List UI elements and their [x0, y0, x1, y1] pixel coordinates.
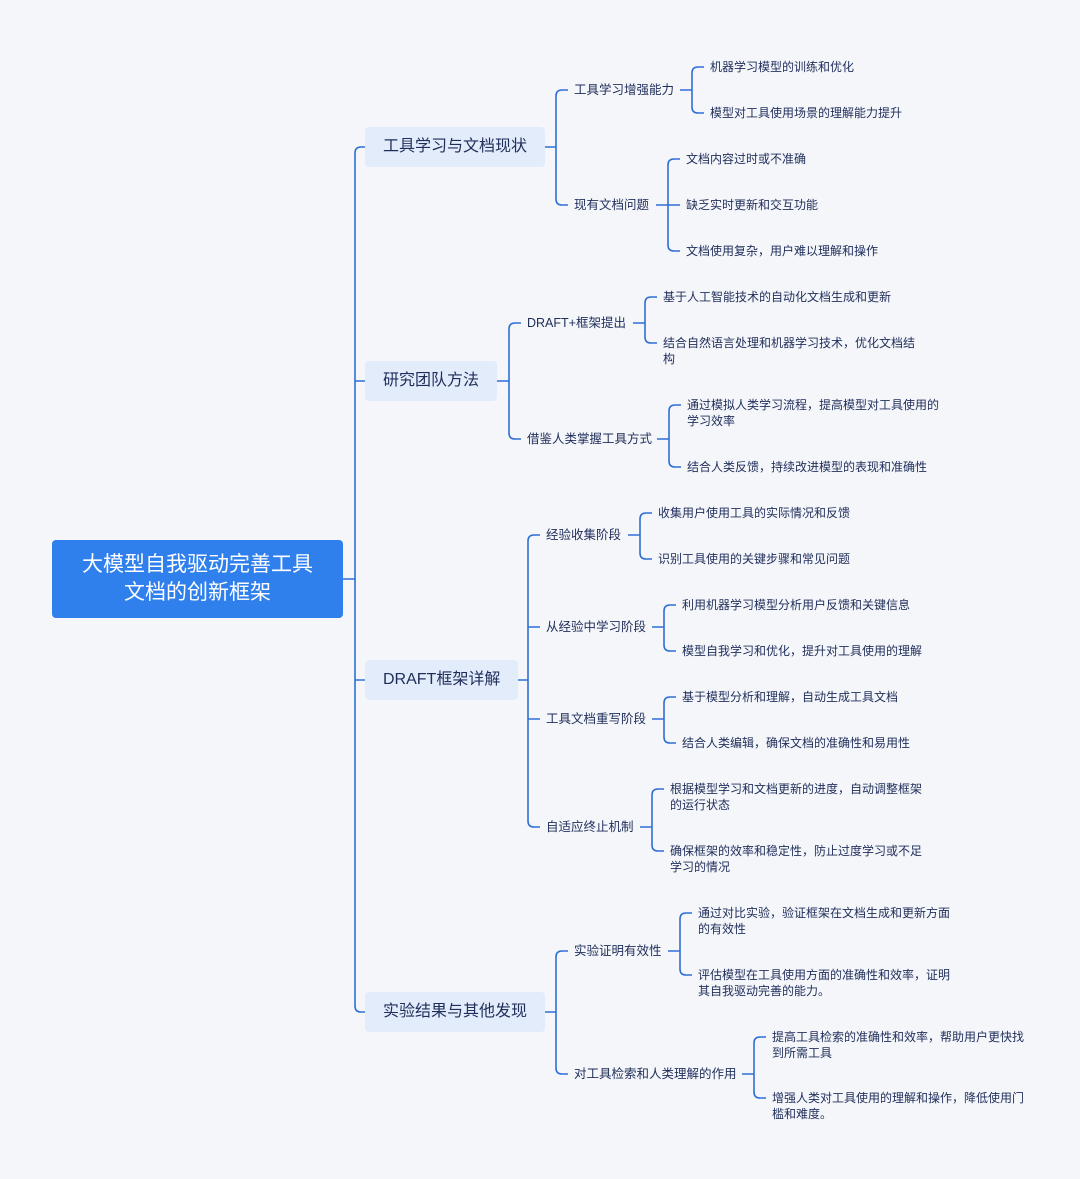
connector-sub-2-1: [652, 604, 676, 652]
leaf-efficiency-stability[interactable]: 确保框架的效率和稳定性，防止过度学习或不足学习的情况: [670, 844, 923, 874]
branch-node-research-method[interactable]: 研究团队方法: [365, 361, 498, 401]
leaf-enhance-understanding[interactable]: 增强人类对工具使用的理解和操作，降低使用门槛和难度。: [772, 1091, 1025, 1121]
leaf-no-realtime-update[interactable]: 缺乏实时更新和交互功能: [686, 198, 819, 212]
leaf-ai-auto-doc[interactable]: 基于人工智能技术的自动化文档生成和更新: [663, 290, 892, 304]
connector-branch-2: [517, 534, 540, 828]
connector-sub-0-1: [656, 158, 680, 252]
connector-root: [343, 146, 365, 1013]
leaf-human-edit[interactable]: 结合人类编辑，确保文档的准确性和易用性: [682, 736, 911, 750]
leaf-ml-analyze-feedback[interactable]: 利用机器学习模型分析用户反馈和关键信息: [682, 598, 911, 612]
subtopic-tool-learning-ability[interactable]: 工具学习增强能力: [574, 83, 675, 97]
subtopic-human-tool-mastery[interactable]: 借鉴人类掌握工具方式: [527, 432, 653, 446]
leaf-doc-outdated[interactable]: 文档内容过时或不准确: [686, 152, 807, 166]
connector-sub-1-0: [633, 296, 657, 344]
leaf-ml-training[interactable]: 机器学习模型的训练和优化: [710, 60, 855, 74]
leaf-collect-feedback[interactable]: 收集用户使用工具的实际情况和反馈: [658, 506, 851, 520]
connector-branch-1: [497, 322, 521, 440]
subtopic-doc-rewrite[interactable]: 工具文档重写阶段: [546, 712, 647, 726]
subtopic-draft-plus[interactable]: DRAFT+框架提出: [527, 316, 626, 330]
leaf-human-feedback[interactable]: 结合人类反馈，持续改进模型的表现和准确性: [687, 460, 928, 474]
leaf-nlp-ml-optimize[interactable]: 结合自然语言处理和机器学习技术，优化文档结构: [663, 336, 916, 366]
connector-sub-2-3: [640, 788, 664, 852]
subtopic-experience-collection[interactable]: 经验收集阶段: [546, 528, 622, 542]
root-title-line2: 文档的创新框架: [124, 581, 271, 604]
connector-branch-0: [545, 89, 568, 206]
leaf-adjust-state[interactable]: 根据模型学习和文档更新的进度，自动调整框架的运行状态: [670, 782, 923, 812]
leaf-auto-generate-doc[interactable]: 基于模型分析和理解，自动生成工具文档: [682, 690, 899, 704]
connector-sub-3-0: [668, 912, 692, 976]
connector-sub-2-2: [652, 696, 676, 744]
root-title-line1: 大模型自我驱动完善工具: [82, 553, 313, 576]
subtopic-proven-effectiveness[interactable]: 实验证明有效性: [574, 944, 662, 958]
branch-node-tool-learning[interactable]: 工具学习与文档现状: [365, 127, 546, 167]
leaf-self-learning[interactable]: 模型自我学习和优化，提升对工具使用的理解: [682, 644, 923, 658]
leaf-simulate-learning[interactable]: 通过模拟人类学习流程，提高模型对工具使用的学习效率: [687, 398, 940, 428]
connector-branch-3: [545, 950, 568, 1075]
leaf-evaluate-accuracy[interactable]: 评估模型在工具使用方面的准确性和效率，证明其自我驱动完善的能力。: [698, 968, 951, 998]
subtopic-doc-problems[interactable]: 现有文档问题: [574, 198, 650, 212]
connector-sub-3-1: [742, 1036, 766, 1099]
leaf-identify-steps[interactable]: 识别工具使用的关键步骤和常见问题: [658, 552, 851, 566]
connector-sub-2-0: [628, 512, 652, 560]
branch-node-experiment-results[interactable]: 实验结果与其他发现: [365, 992, 546, 1032]
connector-sub-0-0: [680, 66, 704, 114]
subtopic-retrieval-understanding[interactable]: 对工具检索和人类理解的作用: [574, 1067, 737, 1081]
subtopic-adaptive-termination[interactable]: 自适应终止机制: [546, 820, 634, 834]
leaf-scenario-understanding[interactable]: 模型对工具使用场景的理解能力提升: [710, 106, 903, 120]
leaf-doc-complex[interactable]: 文档使用复杂，用户难以理解和操作: [686, 244, 879, 258]
subtopic-learn-from-experience[interactable]: 从经验中学习阶段: [546, 620, 647, 634]
branch-node-draft-detail[interactable]: DRAFT框架详解: [365, 660, 519, 700]
leaf-improve-retrieval[interactable]: 提高工具检索的准确性和效率，帮助用户更快找到所需工具: [772, 1030, 1025, 1060]
leaf-comparison-experiment[interactable]: 通过对比实验，验证框架在文档生成和更新方面的有效性: [698, 906, 951, 936]
root-node[interactable]: 大模型自我驱动完善工具 文档的创新框架: [52, 540, 343, 618]
connector-sub-1-1: [657, 404, 681, 468]
